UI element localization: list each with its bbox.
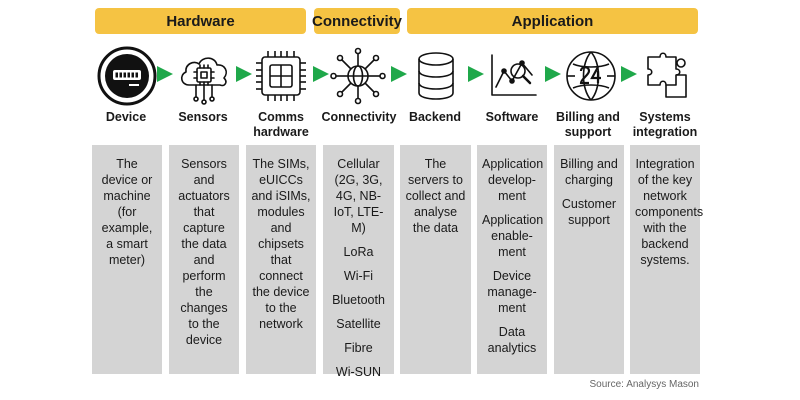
box-text: Data analytics [487, 325, 537, 355]
arrow-icon [391, 66, 407, 82]
column-box-comms-hardware: The SIMs, eUICCs and iSIMs, modules and … [246, 145, 316, 374]
column-box-device: The device or machine (for example, a sm… [92, 145, 162, 374]
arrow-icon [157, 66, 173, 82]
box-text: Application develop-ment [482, 157, 544, 203]
box-text: Customer support [561, 197, 617, 227]
box-text: Integration of the key network component… [635, 157, 704, 267]
smart-meter-icon [96, 45, 158, 107]
band-connectivity: Connectivity [312, 8, 402, 34]
box-text: Bluetooth [332, 293, 385, 307]
box-text: LoRa [343, 245, 374, 259]
box-text: Cellular (2G, 3G, 4G, NB-IoT, LTE-M) [333, 157, 384, 235]
arrow-icon [313, 66, 329, 82]
24-hour-globe-icon [560, 45, 622, 107]
column-title-systems-integration: Systems integration [632, 110, 698, 139]
arrow-icon [621, 66, 637, 82]
column-title-billing-and-support: Billing and support [556, 110, 620, 139]
box-text: The SIMs, eUICCs and iSIMs, modules and … [251, 157, 311, 331]
column-title-software: Software [485, 110, 539, 124]
column-box-billing-and-support: Billing and charging Customer support [554, 145, 624, 374]
sim-chip-icon [250, 45, 312, 107]
column-title-device: Device [105, 110, 147, 124]
column-box-backend: The servers to collect and analyse the d… [400, 145, 471, 374]
box-text: Application enable-ment [482, 213, 544, 259]
source-note: Source: Analysys Mason [589, 379, 700, 390]
column-box-software: Application develop-ment Application ena… [477, 145, 547, 374]
box-text: Wi-SUN [335, 365, 382, 379]
arrow-icon [545, 66, 561, 82]
column-title-backend: Backend [408, 110, 462, 124]
band-application: Application [407, 8, 698, 34]
column-title-connectivity: Connectivity [321, 110, 397, 124]
box-text: Satellite [336, 317, 381, 331]
box-text: The servers to collect and analyse the d… [405, 157, 466, 235]
network-node-icon [327, 45, 389, 107]
column-title-sensors: Sensors [178, 110, 228, 124]
arrow-icon [236, 66, 252, 82]
puzzle-icon [636, 45, 698, 107]
column-box-sensors: Sensors and actuators that capture the d… [169, 145, 239, 374]
box-text: The device or machine (for example, a sm… [101, 157, 153, 267]
box-text: Device manage-ment [487, 269, 537, 315]
database-icon [405, 45, 467, 107]
box-text: Fibre [344, 341, 373, 355]
column-box-systems-integration: Integration of the key network component… [630, 145, 704, 374]
cloud-chip-icon [173, 45, 235, 107]
box-text: Sensors and actuators that capture the d… [178, 157, 230, 347]
box-text: Wi-Fi [343, 269, 374, 283]
box-text: Billing and charging [560, 157, 618, 187]
column-title-comms-hardware: Comms hardware [253, 110, 309, 139]
band-hardware: Hardware [95, 8, 306, 34]
column-box-connectivity: Cellular (2G, 3G, 4G, NB-IoT, LTE-M) LoR… [323, 145, 394, 379]
arrow-icon [468, 66, 484, 82]
analytics-chart-icon [482, 45, 544, 107]
